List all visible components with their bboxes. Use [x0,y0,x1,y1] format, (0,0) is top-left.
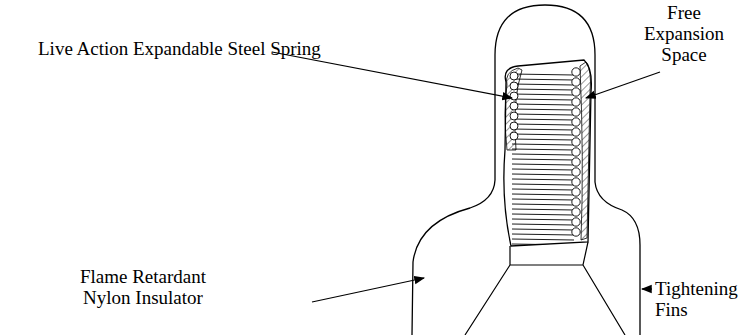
callout-label: Tightening Fins [655,278,735,320]
callout-label: Flame Retardant Nylon Insulator [58,266,228,308]
spring-cavity [504,60,592,246]
callout-label: Live Action Expandable Steel Spring [38,38,358,59]
insulator-outline [412,5,640,335]
leader-line [312,278,424,302]
expansion-space [580,62,591,240]
callout-label: Free Expansion Space [636,2,732,65]
steel-spring [510,68,580,245]
inner-bore [465,242,625,335]
leader-line [586,72,660,98]
leader-line [642,288,652,289]
